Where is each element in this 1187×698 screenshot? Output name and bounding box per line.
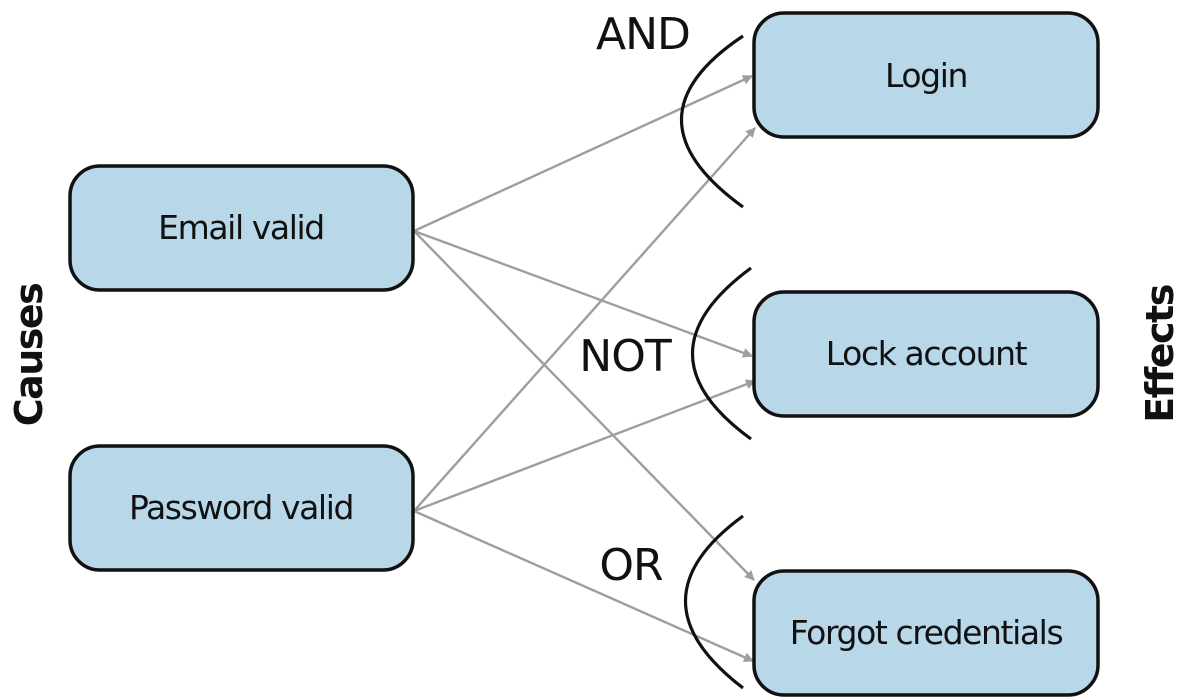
effects-side-label: Effects <box>1138 285 1182 423</box>
logic-gates: AND NOT OR <box>579 9 752 690</box>
cause-node-email: Email valid <box>68 164 415 292</box>
gate-arc-not <box>690 266 752 441</box>
effect-node-login: Login <box>752 11 1100 139</box>
edge-password-to-lock <box>413 379 756 513</box>
gate-label-and: AND <box>596 9 690 60</box>
effect-node-label: Login <box>885 56 967 95</box>
causes-side-label: Causes <box>7 284 51 427</box>
cause-node-label: Password valid <box>129 488 353 527</box>
cause-node-label: Email valid <box>158 208 324 247</box>
gate-label-not: NOT <box>579 331 672 382</box>
edge-email-to-forgot <box>413 230 755 581</box>
edge-password-to-forgot <box>413 509 754 663</box>
gate-arc-and <box>680 34 744 209</box>
effect-node-forgot-credentials: Forgot credentials <box>752 569 1100 697</box>
gate-label-or: OR <box>599 540 663 591</box>
edge-email-to-login <box>413 74 753 233</box>
cause-node-password: Password valid <box>68 444 415 572</box>
gate-arc-or <box>683 514 744 690</box>
connection-edges <box>413 74 756 663</box>
effect-node-label: Forgot credentials <box>790 613 1063 652</box>
edge-password-to-login <box>413 127 756 512</box>
effect-node-label: Lock account <box>826 334 1028 373</box>
effect-node-lock-account: Lock account <box>752 290 1100 418</box>
